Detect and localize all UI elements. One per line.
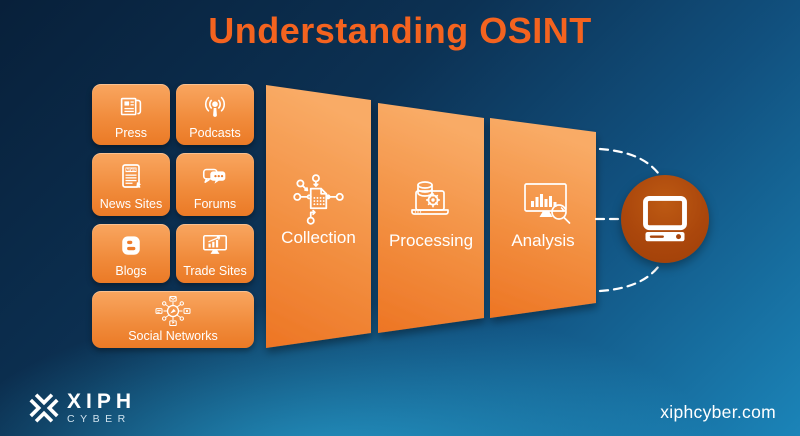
dashed-connectors [594,147,663,293]
podcast-icon [199,84,231,125]
blogger-icon [116,224,146,263]
tile-label: Trade Sites [183,264,247,278]
tile-label: Blogs [115,264,147,278]
newspaper-icon [115,84,147,125]
website-url: xiphcyber.com [660,402,776,422]
connector-bottom [598,261,663,293]
speech-bubbles-icon [198,153,232,196]
stage-label-processing: Processing [388,231,474,250]
pointer-hand-icon [136,182,141,188]
page-title: Understanding OSINT [208,10,592,51]
data-processing-icon [402,174,458,230]
tile-label: Forums [193,197,237,211]
brand-name: XIPH [67,390,137,414]
tile-label: Social Networks [128,329,218,343]
tile-forums: Forums [176,153,254,216]
data-collection-icon [289,171,347,229]
osint-output-node [621,175,709,263]
collection-panel [266,85,371,348]
tile-podcasts: Podcasts [176,84,254,145]
analysis-panel [490,118,596,318]
stage-label-analysis: Analysis [511,231,575,250]
stage-label-collection: Collection [281,228,356,247]
news-tablet-icon: NEWS [114,153,148,196]
data-analysis-icon [517,175,575,231]
desktop-computer-icon [639,193,691,245]
xiph-logo-icon [26,390,62,426]
tile-trade-sites: Trade Sites [176,224,254,283]
tile-label: Podcasts [189,126,241,140]
connector-top [598,147,663,179]
trade-chart-icon [198,224,232,263]
tile-label: News Sites [99,197,163,211]
news-icon-text: NEWS [126,168,137,172]
tile-press: Press [92,84,170,145]
tile-social-networks: Social Networks [92,291,254,348]
brand-subtitle: CYBER [67,413,131,426]
tile-label: Press [115,126,147,140]
processing-panel [378,103,484,333]
tile-blogs: Blogs [92,224,170,283]
brand-logo: XIPH CYBER [26,390,136,426]
social-network-icon [151,289,195,328]
tile-news-sites: NEWS News Sites [92,153,170,216]
